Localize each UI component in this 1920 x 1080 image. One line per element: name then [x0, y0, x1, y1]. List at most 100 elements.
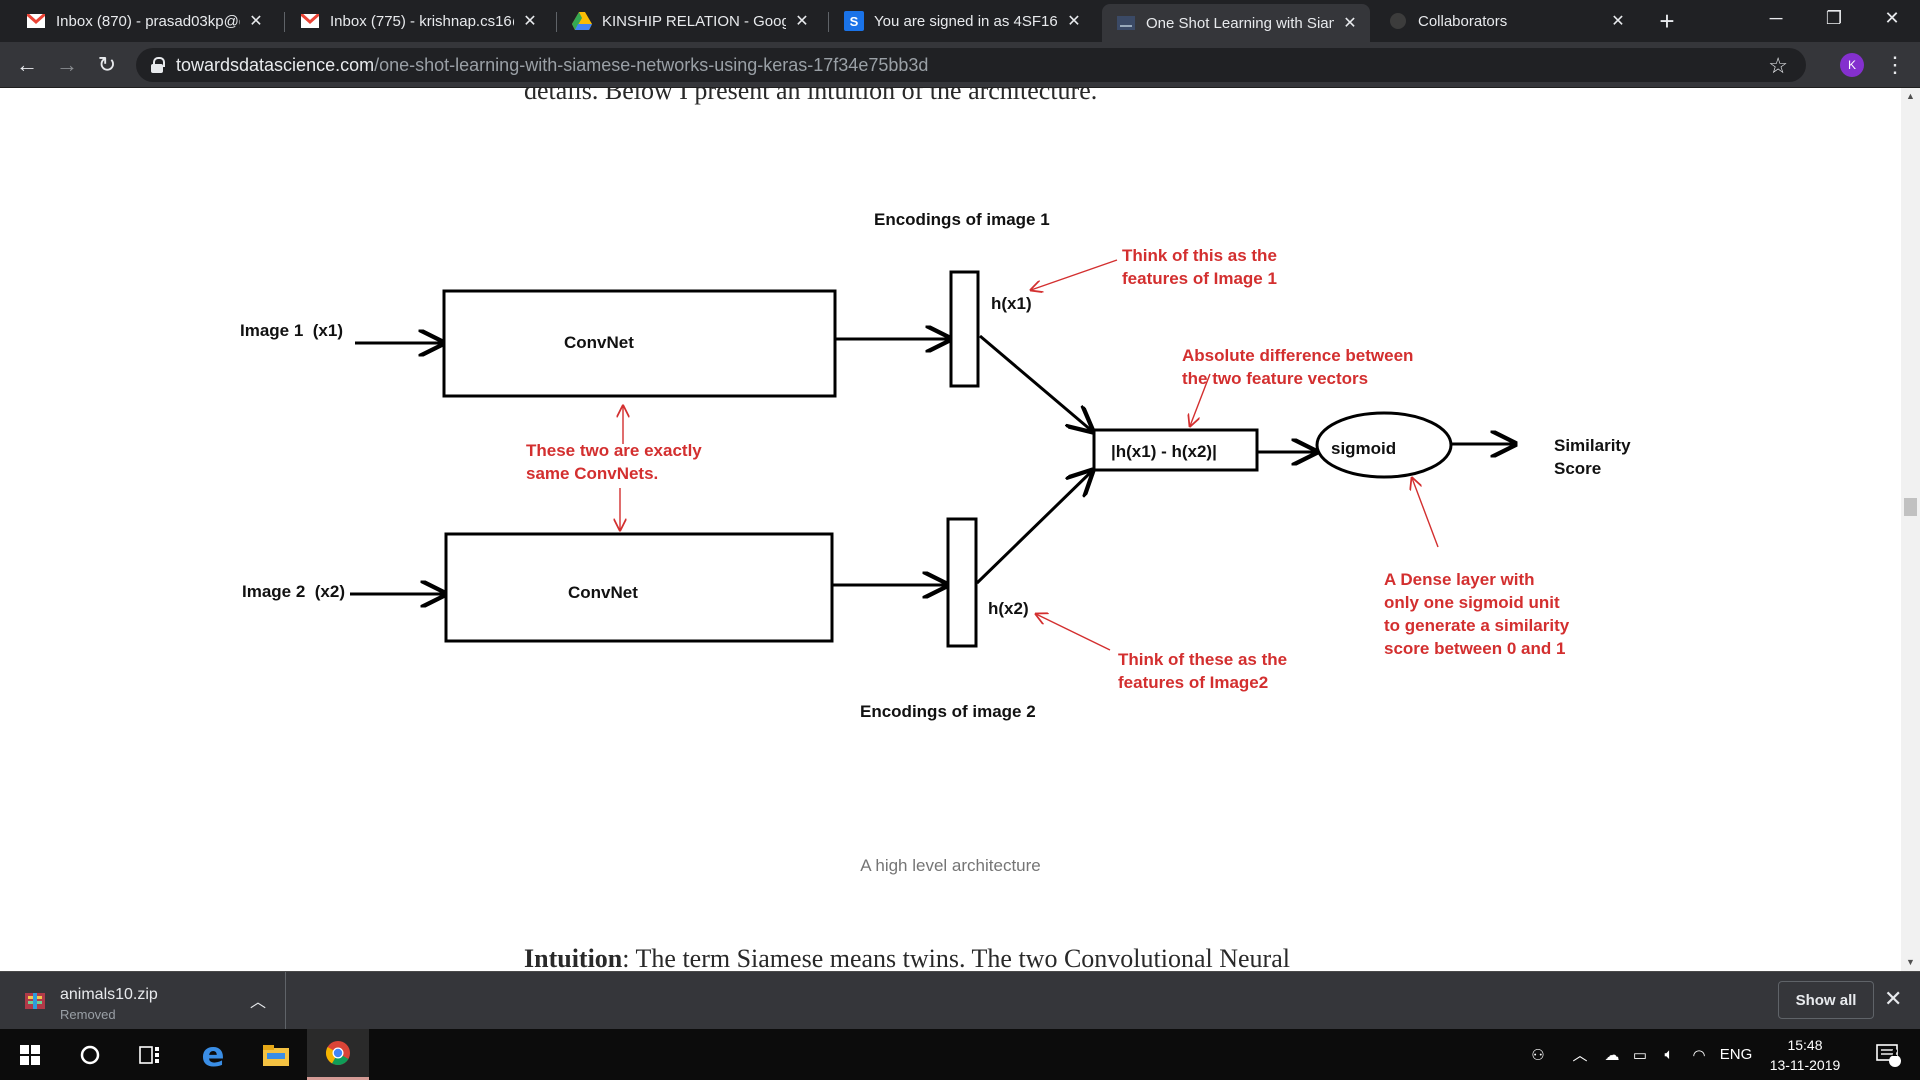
page-content: details. Below I present an intuition of…	[0, 88, 1901, 971]
figure-caption: A high level architecture	[860, 856, 1041, 875]
zip-file-icon	[25, 993, 45, 1009]
minimize-button[interactable]: ─	[1769, 7, 1783, 28]
close-icon[interactable]: ✕	[523, 13, 537, 30]
note-features1-line2: features of Image 1	[1122, 269, 1277, 288]
edge-browser-icon[interactable]: e	[201, 1034, 225, 1075]
convnet2-box	[444, 532, 834, 643]
tab-one-shot-learning[interactable]: One Shot Learning with Siamese ✕	[1102, 4, 1370, 42]
close-icon[interactable]: ✕	[795, 13, 809, 30]
close-icon[interactable]: ✕	[1611, 13, 1625, 30]
onedrive-cloud-icon[interactable]: ☁	[1604, 1046, 1620, 1064]
restore-button[interactable]: ❐	[1825, 7, 1843, 28]
close-icon[interactable]: ✕	[1343, 15, 1357, 32]
tab-separator	[828, 12, 829, 32]
arrow-enc1-diff	[979, 334, 1092, 431]
tab-separator	[556, 12, 557, 32]
note-dense-line1: A Dense layer with	[1384, 570, 1535, 589]
encoding2-bar	[946, 517, 978, 648]
note-absdiff-line1: Absolute difference between	[1182, 346, 1413, 365]
download-item[interactable]: animals10.zip Removed ︿	[0, 972, 286, 1029]
google-drive-icon	[572, 11, 592, 31]
back-arrow-icon[interactable]: ←	[16, 52, 38, 77]
battery-icon[interactable]: ▭	[1632, 1046, 1648, 1064]
intuition-label: Intuition	[524, 944, 623, 971]
notification-center-icon[interactable]: 2	[1866, 1029, 1910, 1080]
note-absdiff-line2: the two feature vectors	[1182, 369, 1368, 388]
url-path: /one-shot-learning-with-siamese-networks…	[374, 54, 929, 75]
volume-icon[interactable]: 🔈︎	[1664, 1046, 1674, 1063]
cortana-search-icon[interactable]	[60, 1029, 120, 1080]
tab-title: KINSHIP RELATION - Google Dr	[602, 12, 786, 30]
close-shelf-icon[interactable]: ✕	[1884, 986, 1903, 1011]
file-explorer-icon[interactable]	[246, 1029, 306, 1080]
wifi-icon[interactable]: ◠	[1692, 1046, 1706, 1064]
encoding1-bar	[949, 270, 980, 388]
scroll-down-icon[interactable]: ▼	[1906, 957, 1915, 967]
note-arrow-features2	[1036, 614, 1111, 651]
windows-start-icon[interactable]	[0, 1029, 60, 1080]
clock-time: 15:48	[1787, 1037, 1823, 1053]
note-arrow-absdiff	[1190, 373, 1211, 426]
chevron-up-icon[interactable]: ︿	[250, 994, 267, 1011]
gmail-icon	[26, 11, 46, 31]
bookmark-star-icon[interactable]: ☆	[1768, 53, 1788, 78]
clock-date: 13-11-2019	[1769, 1057, 1841, 1073]
scroll-thumb[interactable]	[1904, 498, 1917, 516]
input2-label: Image 2 (x2)	[242, 582, 345, 601]
tab-title: Collaborators	[1418, 12, 1508, 30]
note-same-line1: These two are exactly	[526, 441, 702, 460]
task-view-icon[interactable]	[120, 1029, 180, 1080]
medium-icon	[1116, 13, 1136, 33]
tab-title: You are signed in as 4SF16CS	[874, 12, 1058, 30]
convnet1-label: ConvNet	[564, 333, 634, 352]
tab-title: Inbox (870) - prasad03kp@gm	[56, 12, 240, 30]
browser-toolbar: ← → ↻ towardsdatascience.com/one-shot-le…	[0, 42, 1920, 88]
vertical-scrollbar[interactable]: ▲ ▼	[1901, 88, 1920, 971]
chrome-menu-icon[interactable]: ⋮	[1884, 52, 1906, 77]
note-dense-line2: only one sigmoid unit	[1384, 593, 1560, 612]
github-icon	[1388, 11, 1408, 31]
show-all-button[interactable]: Show all	[1778, 981, 1874, 1019]
scroll-up-icon[interactable]: ▲	[1906, 91, 1915, 101]
system-clock[interactable]: 15:48 13-11-2019	[1760, 1035, 1850, 1075]
sigmoid-label: sigmoid	[1331, 439, 1396, 458]
note-features2-line2: features of Image2	[1118, 673, 1268, 692]
chevron-up-icon[interactable]: ︿	[1572, 1047, 1588, 1064]
diff-box	[1092, 428, 1259, 472]
siamese-architecture-diagram: Encodings of image 1 Encodings of image …	[240, 210, 1631, 721]
close-icon[interactable]: ✕	[1067, 13, 1081, 30]
profile-avatar[interactable]: K	[1840, 53, 1864, 77]
arrow-enc2-diff	[975, 471, 1092, 585]
tab-gmail-1[interactable]: Inbox (870) - prasad03kp@gm ✕	[12, 4, 276, 38]
tab-google-drive[interactable]: KINSHIP RELATION - Google Dr ✕	[558, 4, 822, 38]
output-label-1: Similarity	[1554, 436, 1631, 455]
address-bar[interactable]: towardsdatascience.com/one-shot-learning…	[136, 48, 1806, 82]
article-paragraph: Intuition: The term Siamese means twins.…	[524, 944, 1290, 971]
note-same-line2: same ConvNets.	[526, 464, 658, 483]
forward-arrow-icon[interactable]: →	[56, 52, 78, 77]
tab-signed-in[interactable]: S You are signed in as 4SF16CS ✕	[830, 4, 1094, 38]
article-cut-text: details. Below I present an intuition of…	[524, 88, 1098, 105]
url-text: towardsdatascience.com/one-shot-learning…	[176, 55, 928, 76]
language-indicator[interactable]: ENG	[1719, 1046, 1753, 1063]
chrome-taskbar-icon[interactable]	[307, 1029, 369, 1080]
note-features2-line1: Think of these as the	[1118, 650, 1287, 669]
new-tab-button[interactable]: +	[1659, 6, 1675, 36]
notification-count: 2	[1892, 1048, 1898, 1059]
download-file-name: animals10.zip	[60, 986, 158, 1003]
download-shelf: animals10.zip Removed ︿ Show all ✕	[0, 971, 1920, 1029]
tab-collaborators[interactable]: Collaborators ✕	[1374, 4, 1638, 38]
output-label-2: Score	[1554, 459, 1601, 478]
tab-gmail-2[interactable]: Inbox (775) - krishnap.cs16@ ✕	[286, 4, 550, 38]
people-icon[interactable]: ⚇	[1531, 1046, 1545, 1064]
s-site-icon: S	[844, 11, 864, 31]
reload-icon[interactable]: ↻	[97, 52, 117, 77]
note-arrow-dense	[1412, 478, 1439, 548]
close-window-button[interactable]: ✕	[1884, 7, 1900, 28]
note-arrow-features1	[1031, 259, 1118, 290]
tab-strip: Inbox (870) - prasad03kp@gm ✕ Inbox (775…	[0, 0, 1920, 42]
close-icon[interactable]: ✕	[249, 13, 263, 30]
gmail-icon	[300, 11, 320, 31]
lock-icon	[150, 57, 165, 73]
hx2-label: h(x2)	[988, 599, 1029, 618]
